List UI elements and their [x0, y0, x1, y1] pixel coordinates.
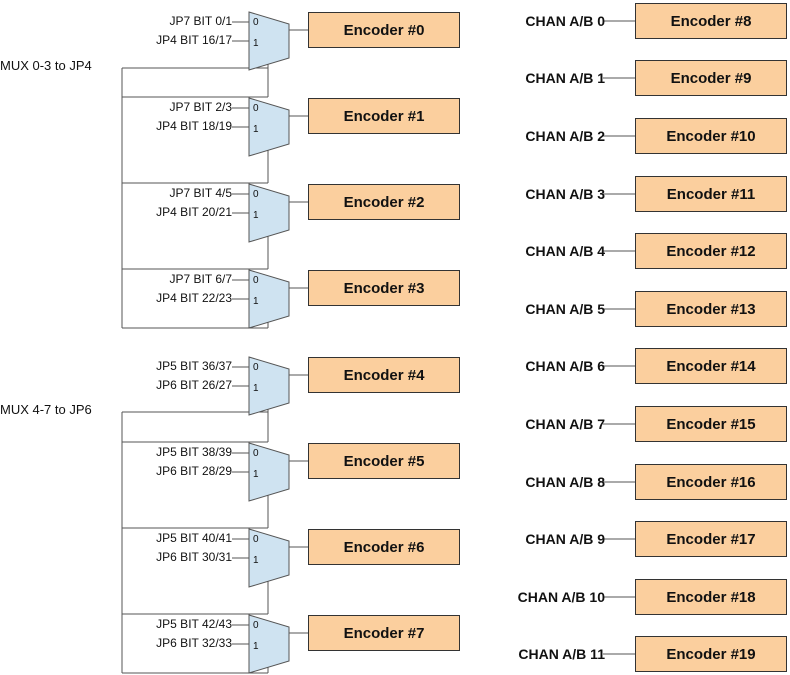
encoder-box: Encoder #3: [308, 270, 460, 306]
channel-label: CHAN A/B 0: [525, 13, 605, 29]
encoder-box: Encoder #14: [635, 348, 787, 384]
mux-group-label: MUX 0-3 to JP4: [0, 58, 92, 73]
mux-input-0-label: JP5 BIT 42/43: [156, 617, 232, 631]
encoder-box: Encoder #8: [635, 3, 787, 39]
mux-select-1-label: 1: [253, 296, 259, 307]
encoder-box: Encoder #0: [308, 12, 460, 48]
mux-select-0-label: 0: [253, 17, 259, 28]
mux-input-0-label: JP7 BIT 6/7: [169, 272, 232, 286]
mux-input-1-label: JP6 BIT 30/31: [156, 550, 232, 564]
encoder-box: Encoder #7: [308, 615, 460, 651]
mux-select-0-label: 0: [253, 448, 259, 459]
mux-symbol: [248, 11, 290, 71]
channel-label: CHAN A/B 10: [517, 589, 605, 605]
encoder-box: Encoder #5: [308, 443, 460, 479]
mux-input-0-label: JP5 BIT 40/41: [156, 531, 232, 545]
mux-input-0-label: JP7 BIT 0/1: [169, 14, 232, 28]
mux-symbol: [248, 614, 290, 674]
encoder-box: Encoder #19: [635, 636, 787, 672]
mux-group-label: MUX 4-7 to JP6: [0, 402, 92, 417]
encoder-box: Encoder #18: [635, 579, 787, 615]
mux-select-0-label: 0: [253, 620, 259, 631]
channel-label: CHAN A/B 1: [525, 70, 605, 86]
mux-select-0-label: 0: [253, 275, 259, 286]
mux-select-1-label: 1: [253, 124, 259, 135]
channel-label: CHAN A/B 5: [525, 301, 605, 317]
encoder-box: Encoder #17: [635, 521, 787, 557]
mux-input-0-label: JP5 BIT 38/39: [156, 445, 232, 459]
encoder-box: Encoder #1: [308, 98, 460, 134]
mux-select-1-label: 1: [253, 383, 259, 394]
mux-input-1-label: JP6 BIT 32/33: [156, 636, 232, 650]
channel-label: CHAN A/B 9: [525, 531, 605, 547]
channel-label: CHAN A/B 4: [525, 243, 605, 259]
mux-input-1-label: JP6 BIT 28/29: [156, 464, 232, 478]
mux-symbol: [248, 528, 290, 588]
mux-select-1-label: 1: [253, 641, 259, 652]
mux-select-1-label: 1: [253, 469, 259, 480]
encoder-box: Encoder #4: [308, 357, 460, 393]
encoder-box: Encoder #16: [635, 464, 787, 500]
mux-symbol: [248, 356, 290, 416]
encoder-box: Encoder #2: [308, 184, 460, 220]
encoder-box: Encoder #13: [635, 291, 787, 327]
encoder-box: Encoder #12: [635, 233, 787, 269]
encoder-box: Encoder #11: [635, 176, 787, 212]
mux-input-1-label: JP4 BIT 16/17: [156, 33, 232, 47]
encoder-box: Encoder #9: [635, 60, 787, 96]
mux-input-1-label: JP4 BIT 20/21: [156, 205, 232, 219]
encoder-box: Encoder #15: [635, 406, 787, 442]
mux-input-0-label: JP5 BIT 36/37: [156, 359, 232, 373]
mux-select-1-label: 1: [253, 38, 259, 49]
mux-input-1-label: JP6 BIT 26/27: [156, 378, 232, 392]
mux-input-0-label: JP7 BIT 2/3: [169, 100, 232, 114]
channel-label: CHAN A/B 8: [525, 474, 605, 490]
mux-select-0-label: 0: [253, 189, 259, 200]
mux-select-0-label: 0: [253, 103, 259, 114]
mux-input-1-label: JP4 BIT 22/23: [156, 291, 232, 305]
mux-select-0-label: 0: [253, 362, 259, 373]
mux-symbol: [248, 269, 290, 329]
mux-symbol: [248, 442, 290, 502]
encoder-box: Encoder #6: [308, 529, 460, 565]
mux-select-1-label: 1: [253, 210, 259, 221]
mux-input-1-label: JP4 BIT 18/19: [156, 119, 232, 133]
channel-label: CHAN A/B 3: [525, 186, 605, 202]
encoder-box: Encoder #10: [635, 118, 787, 154]
channel-label: CHAN A/B 7: [525, 416, 605, 432]
mux-symbol: [248, 183, 290, 243]
channel-label: CHAN A/B 6: [525, 358, 605, 374]
channel-label: CHAN A/B 2: [525, 128, 605, 144]
mux-select-1-label: 1: [253, 555, 259, 566]
channel-label: CHAN A/B 11: [518, 646, 605, 662]
mux-input-0-label: JP7 BIT 4/5: [169, 186, 232, 200]
mux-symbol: [248, 97, 290, 157]
mux-select-0-label: 0: [253, 534, 259, 545]
